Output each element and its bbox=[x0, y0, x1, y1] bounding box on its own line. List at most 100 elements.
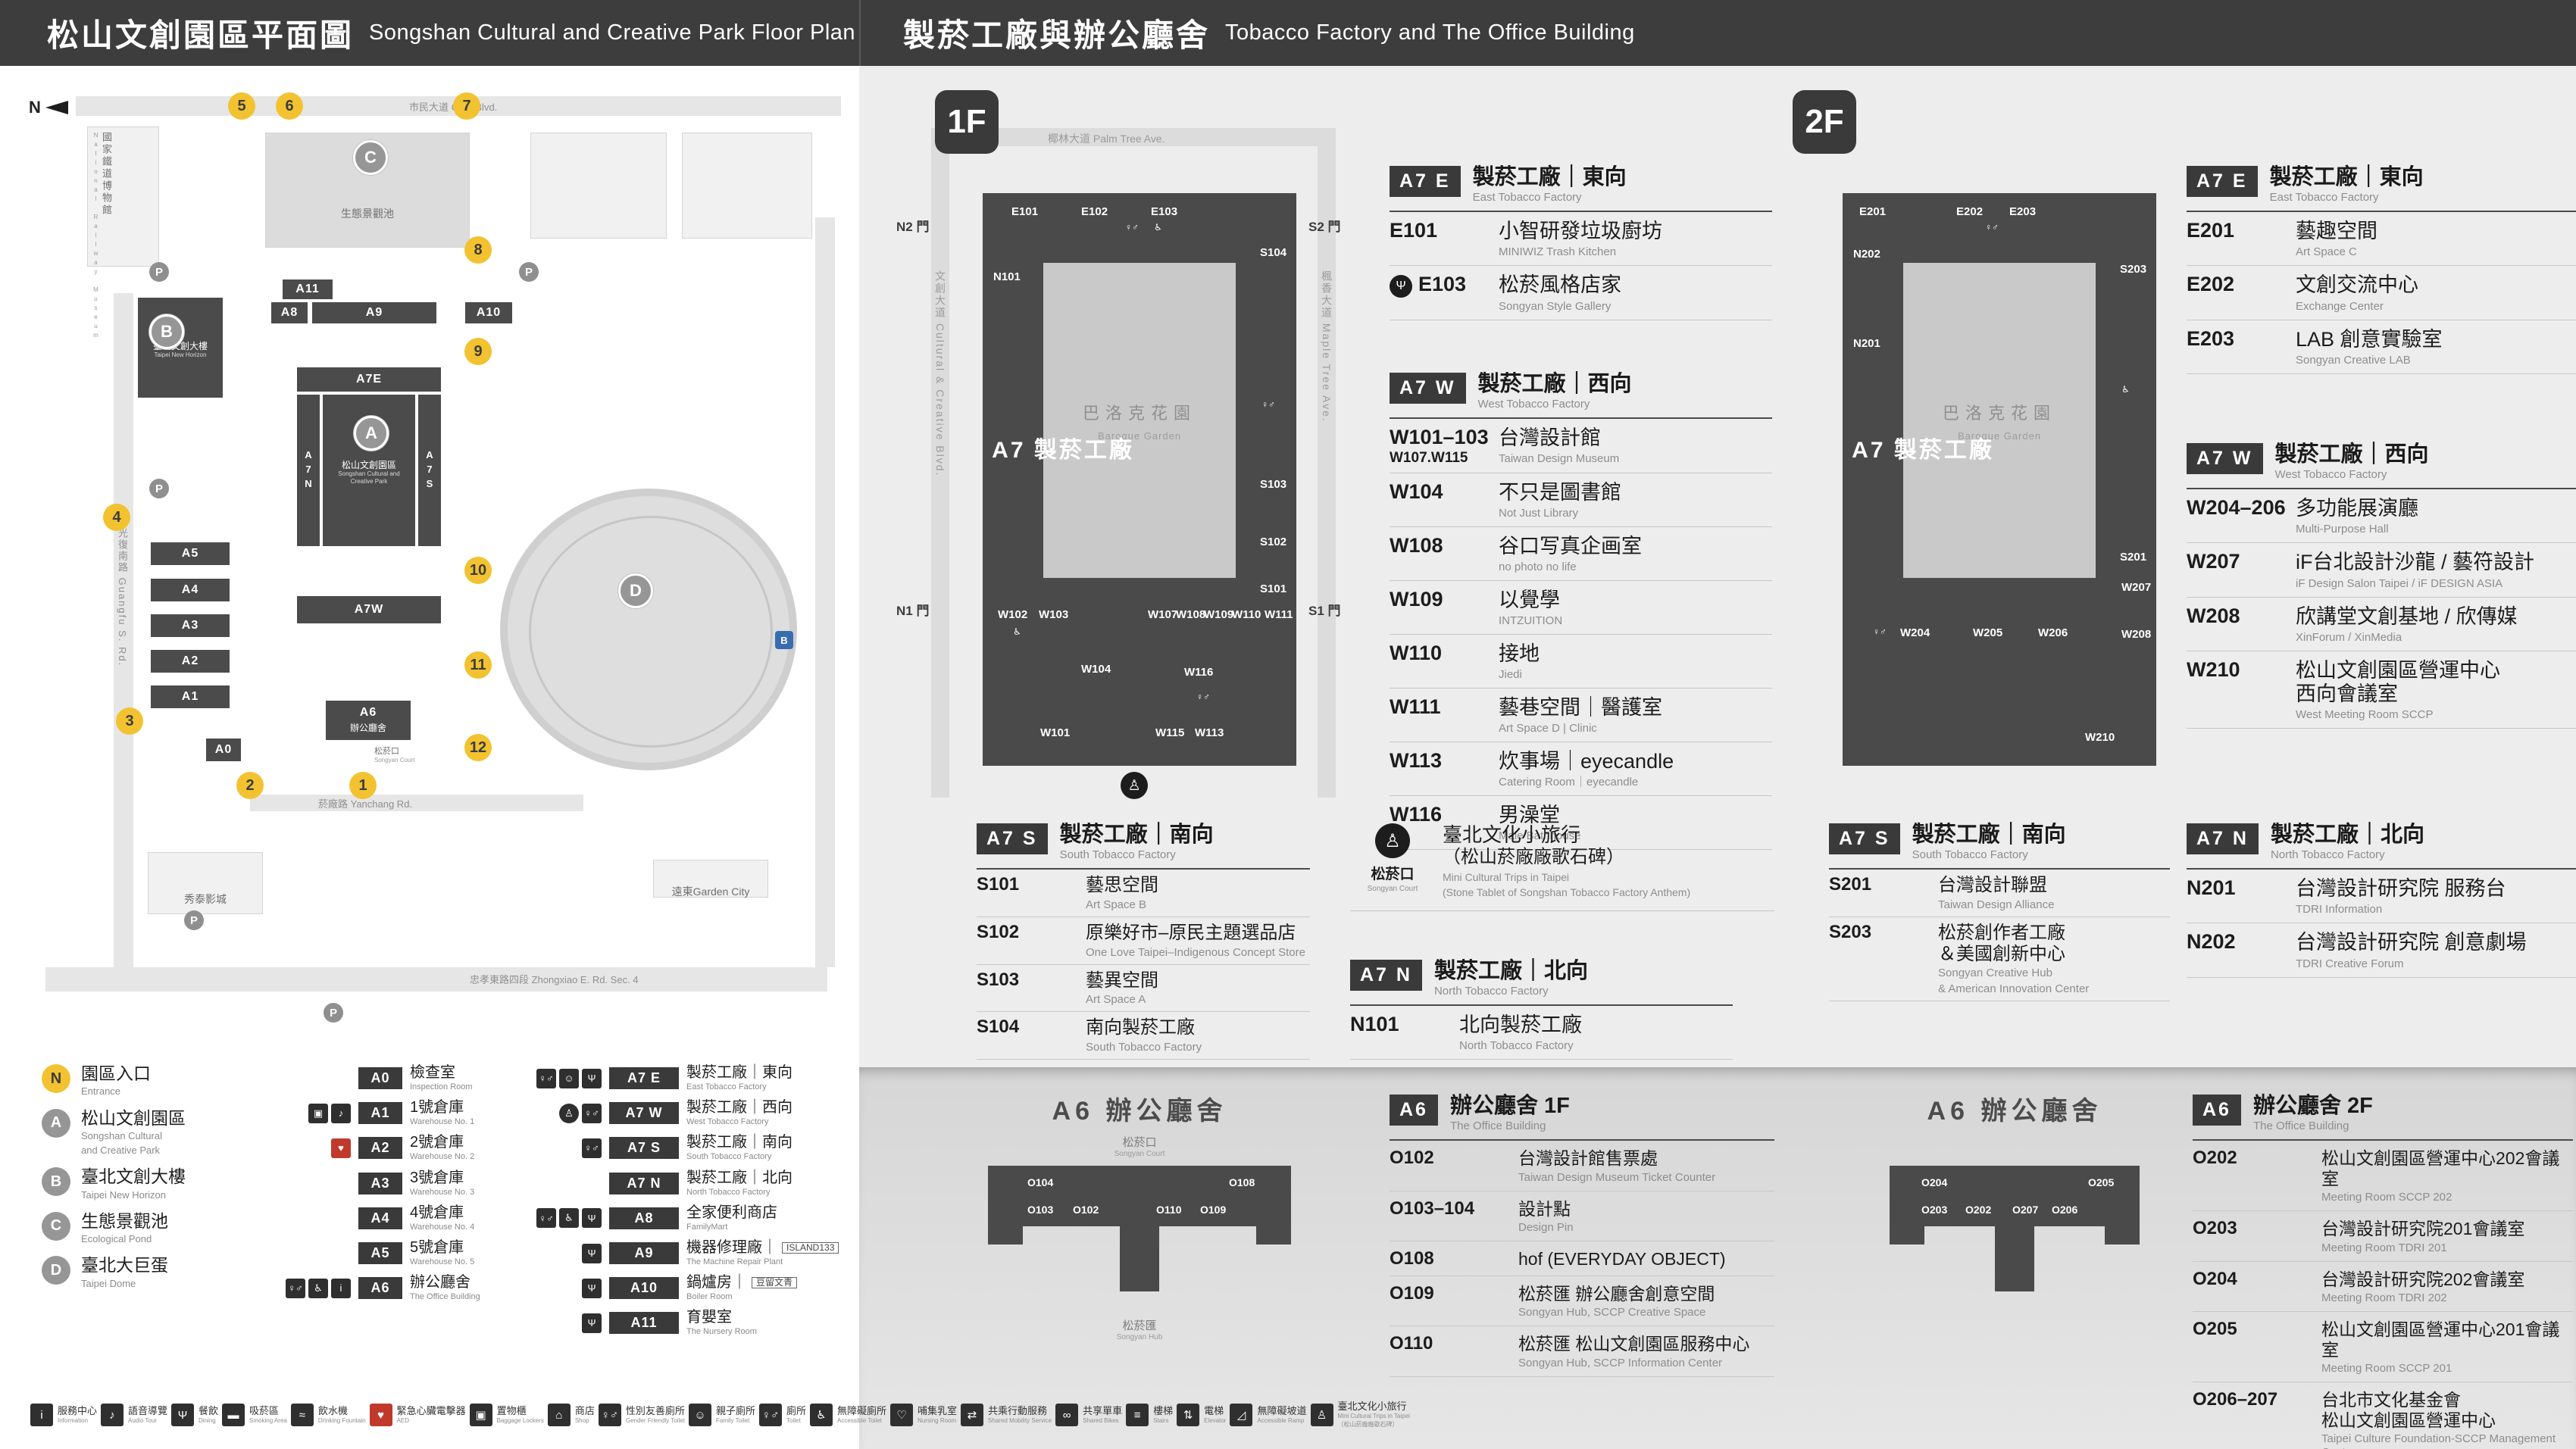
building-code: A7S bbox=[424, 448, 436, 492]
toilet-icon: ♀♂ bbox=[536, 1208, 556, 1229]
toilet-icon: ♀♂ bbox=[1985, 222, 1999, 233]
factory-header: 製菸工廠與辦公廳舍 Tobacco Factory and The Office… bbox=[903, 0, 1635, 66]
section-title-en: North Tobacco Factory bbox=[2270, 848, 2385, 862]
room-name-en2: & American Innovation Center bbox=[1938, 982, 2090, 996]
building-code: A10 bbox=[476, 306, 502, 319]
room-name-en: Design Pin bbox=[1518, 1221, 1574, 1235]
entrance-marker-8: 8 bbox=[464, 236, 492, 264]
gate-label-1: N2 門 bbox=[896, 220, 930, 234]
room-name-zh: 松菸創作者工廠 bbox=[1938, 923, 2065, 944]
legend-letter-icon: D bbox=[42, 1256, 70, 1285]
room-name-zh: LAB 創意實驗室 bbox=[2296, 327, 2443, 351]
building-code: A2 bbox=[181, 654, 199, 667]
facility-label-en: Elevator bbox=[1204, 1416, 1227, 1424]
building-code: A5 bbox=[181, 547, 199, 560]
legend-letter-icon: C bbox=[42, 1211, 70, 1241]
facility-label-en: AED bbox=[396, 1416, 410, 1424]
dining-icon: Ψ bbox=[582, 1278, 602, 1298]
plan-room-w104: W104 bbox=[1081, 663, 1111, 676]
area-eco-pond: 生態景觀池 bbox=[265, 133, 470, 248]
lockers-icon: ▣ bbox=[469, 1404, 492, 1426]
room-code: S201 bbox=[1829, 874, 1872, 895]
section-badge: A7 N bbox=[1350, 960, 1422, 991]
entrance-marker-3: 3 bbox=[116, 707, 143, 735]
toilet-icon: ♀♂ bbox=[286, 1278, 305, 1298]
section-title-en: North Tobacco Factory bbox=[1433, 985, 1549, 998]
room-name-zh: 設計點 bbox=[1518, 1198, 1571, 1219]
legend-badge-a6: A6 bbox=[358, 1277, 402, 1300]
section-title-en: East Tobacco Factory bbox=[2269, 191, 2379, 205]
accessible-toilet-icon: ♿ bbox=[810, 1404, 833, 1426]
north-flag-icon bbox=[45, 101, 68, 114]
room-name-en: INTZUITION bbox=[1499, 614, 1563, 627]
accessible-toilet-icon: ♿ bbox=[308, 1278, 328, 1298]
building-code: A7N bbox=[302, 448, 314, 492]
a7-factory-plan-label: A7 製菸工廠 bbox=[1852, 438, 1994, 463]
north-arrow: N bbox=[29, 98, 68, 117]
legend-label-en: Warehouse No. 2 bbox=[410, 1152, 475, 1162]
facility-label-en: Mini Cultural Trips in Taipei bbox=[1337, 1413, 1410, 1420]
room-code: E203 bbox=[2187, 326, 2235, 350]
room-name-en: West Meeting Room SCCP bbox=[2296, 707, 2434, 721]
header-bar: 松山文創園區平面圖 Songshan Cultural and Creative… bbox=[0, 0, 2576, 66]
facility-label-en: Shared Mobility Service bbox=[988, 1416, 1052, 1424]
songyan-court-plan-label-zh: 松菸口 bbox=[1122, 1136, 1157, 1149]
mini-cultural-trip-icon: ♙ bbox=[1310, 1404, 1333, 1426]
dining-icon: Ψ bbox=[1390, 275, 1412, 298]
legend-label-en: Warehouse No. 1 bbox=[410, 1117, 475, 1127]
legend-letter-icon: A bbox=[42, 1108, 70, 1138]
facility-label-zh: 語音導覽 bbox=[128, 1404, 168, 1416]
songyan-court-icon: ♙ bbox=[1375, 823, 1410, 858]
plan-room-w101: W101 bbox=[1040, 726, 1071, 739]
street-yanchang-rd bbox=[250, 795, 583, 811]
room-code: S104 bbox=[977, 1016, 1020, 1038]
a6-center-stub bbox=[1995, 1226, 2034, 1291]
factory-title-zh: 製菸工廠與辦公廳舍 bbox=[903, 17, 1211, 53]
gender-friendly-toilet-icon: ♀♂ bbox=[598, 1404, 621, 1426]
legend-label-zh: 辦公廳舍 bbox=[410, 1274, 470, 1291]
plan-room-e101: E101 bbox=[1011, 205, 1039, 218]
legend-label-en: FamilyMart bbox=[686, 1222, 728, 1232]
toilet-icon: ♀♂ bbox=[759, 1404, 782, 1426]
a7-factory-plan-label: A7 製菸工廠 bbox=[992, 438, 1134, 463]
room-code: W113 bbox=[1390, 749, 1443, 773]
room-name-en: Songyan Creative Hub bbox=[1938, 967, 2052, 980]
park-header: 松山文創園區平面圖 Songshan Cultural and Creative… bbox=[47, 0, 855, 66]
section-title-en: The Office Building bbox=[2252, 1120, 2349, 1133]
plan-room-w116: W116 bbox=[1184, 666, 1214, 679]
songyan-court-label-en: Songyan Court bbox=[1367, 885, 1418, 893]
facility-label-en: Stairs bbox=[1153, 1416, 1169, 1424]
palm-tree-ave-label: 椰林大道 Palm Tree Ave. bbox=[1048, 133, 1165, 145]
facility-label-zh: 商店 bbox=[574, 1404, 595, 1416]
building-label-zh: 辦公廳舍 bbox=[349, 723, 386, 734]
plan-room-n202: N202 bbox=[1853, 248, 1880, 261]
legend-entrance-icon: N bbox=[42, 1064, 70, 1093]
plan-room-o205: O205 bbox=[2088, 1176, 2115, 1188]
room-name-zh: 台灣設計研究院 創意劇場 bbox=[2296, 931, 2527, 954]
legend-place-en: Taipei New Horizon bbox=[81, 1188, 166, 1201]
section-title-zh: 製菸工廠｜東向 bbox=[1472, 165, 1627, 189]
room-code: N101 bbox=[1350, 1013, 1399, 1036]
plan-room-w110: W110 bbox=[1232, 608, 1261, 621]
legend-place-en: Taipei Dome bbox=[81, 1277, 136, 1289]
